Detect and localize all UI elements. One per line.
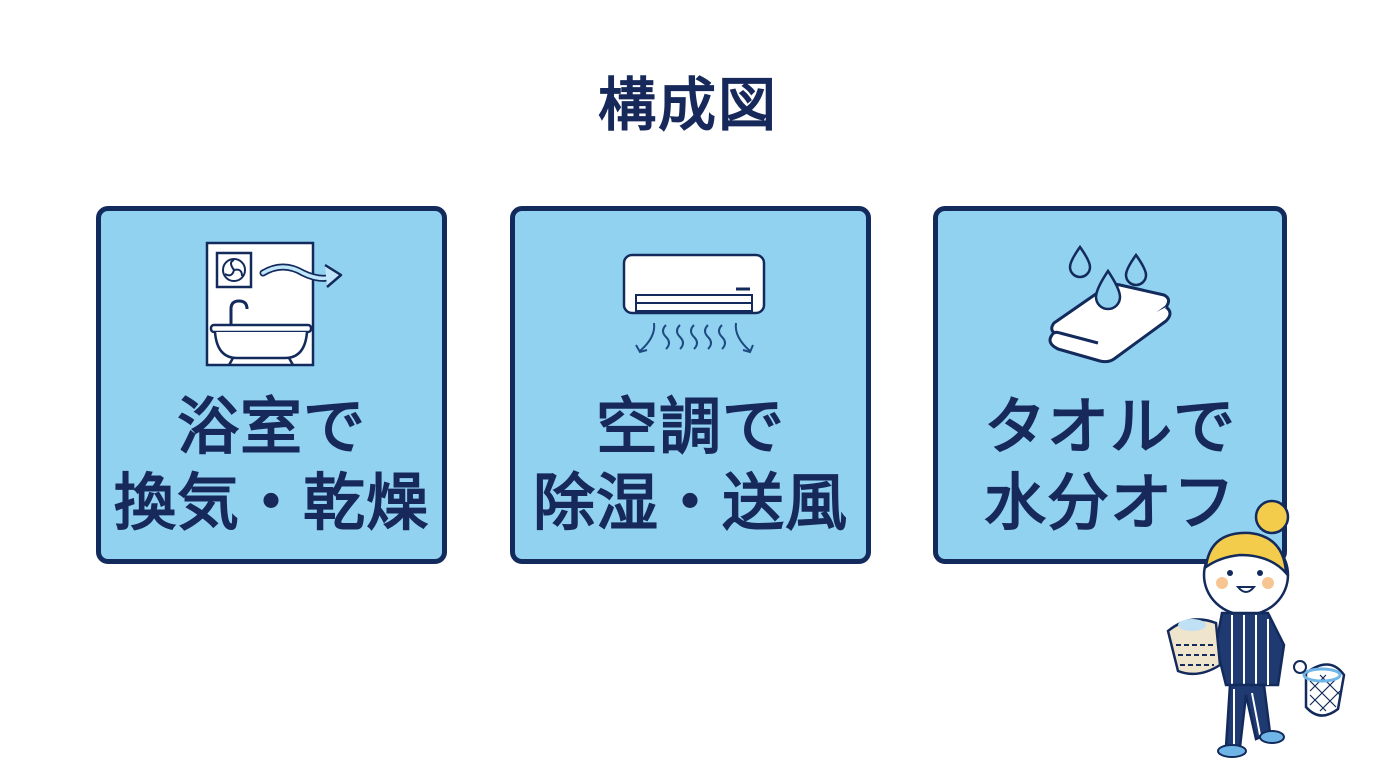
panel-label-line1: 空調で <box>595 390 785 463</box>
panel-label-line1: タオルで <box>983 390 1236 463</box>
panel-label-line2: 水分オフ <box>983 466 1236 539</box>
panel-label: 空調で 除湿・送風 <box>515 389 866 541</box>
panel-label-line1: 浴室で <box>176 390 366 463</box>
bathroom-ventilation-icon <box>197 237 347 367</box>
panel-air-conditioning: 空調で 除湿・送風 <box>510 206 871 564</box>
panel-label-line2: 除湿・送風 <box>532 466 848 539</box>
panel-label-line2: 換気・乾燥 <box>113 466 429 539</box>
air-conditioner-icon <box>616 251 766 371</box>
panel-bathroom-drying: 浴室で 換気・乾燥 <box>96 206 447 564</box>
towel-water-drops-icon <box>1040 241 1180 371</box>
diagram-title: 構成図 <box>597 71 778 139</box>
character-illustration <box>1160 495 1360 769</box>
panel-label: タオルで 水分オフ <box>938 389 1282 541</box>
panel-towel-drying: タオルで 水分オフ <box>933 206 1287 564</box>
panel-label: 浴室で 換気・乾燥 <box>101 389 442 541</box>
